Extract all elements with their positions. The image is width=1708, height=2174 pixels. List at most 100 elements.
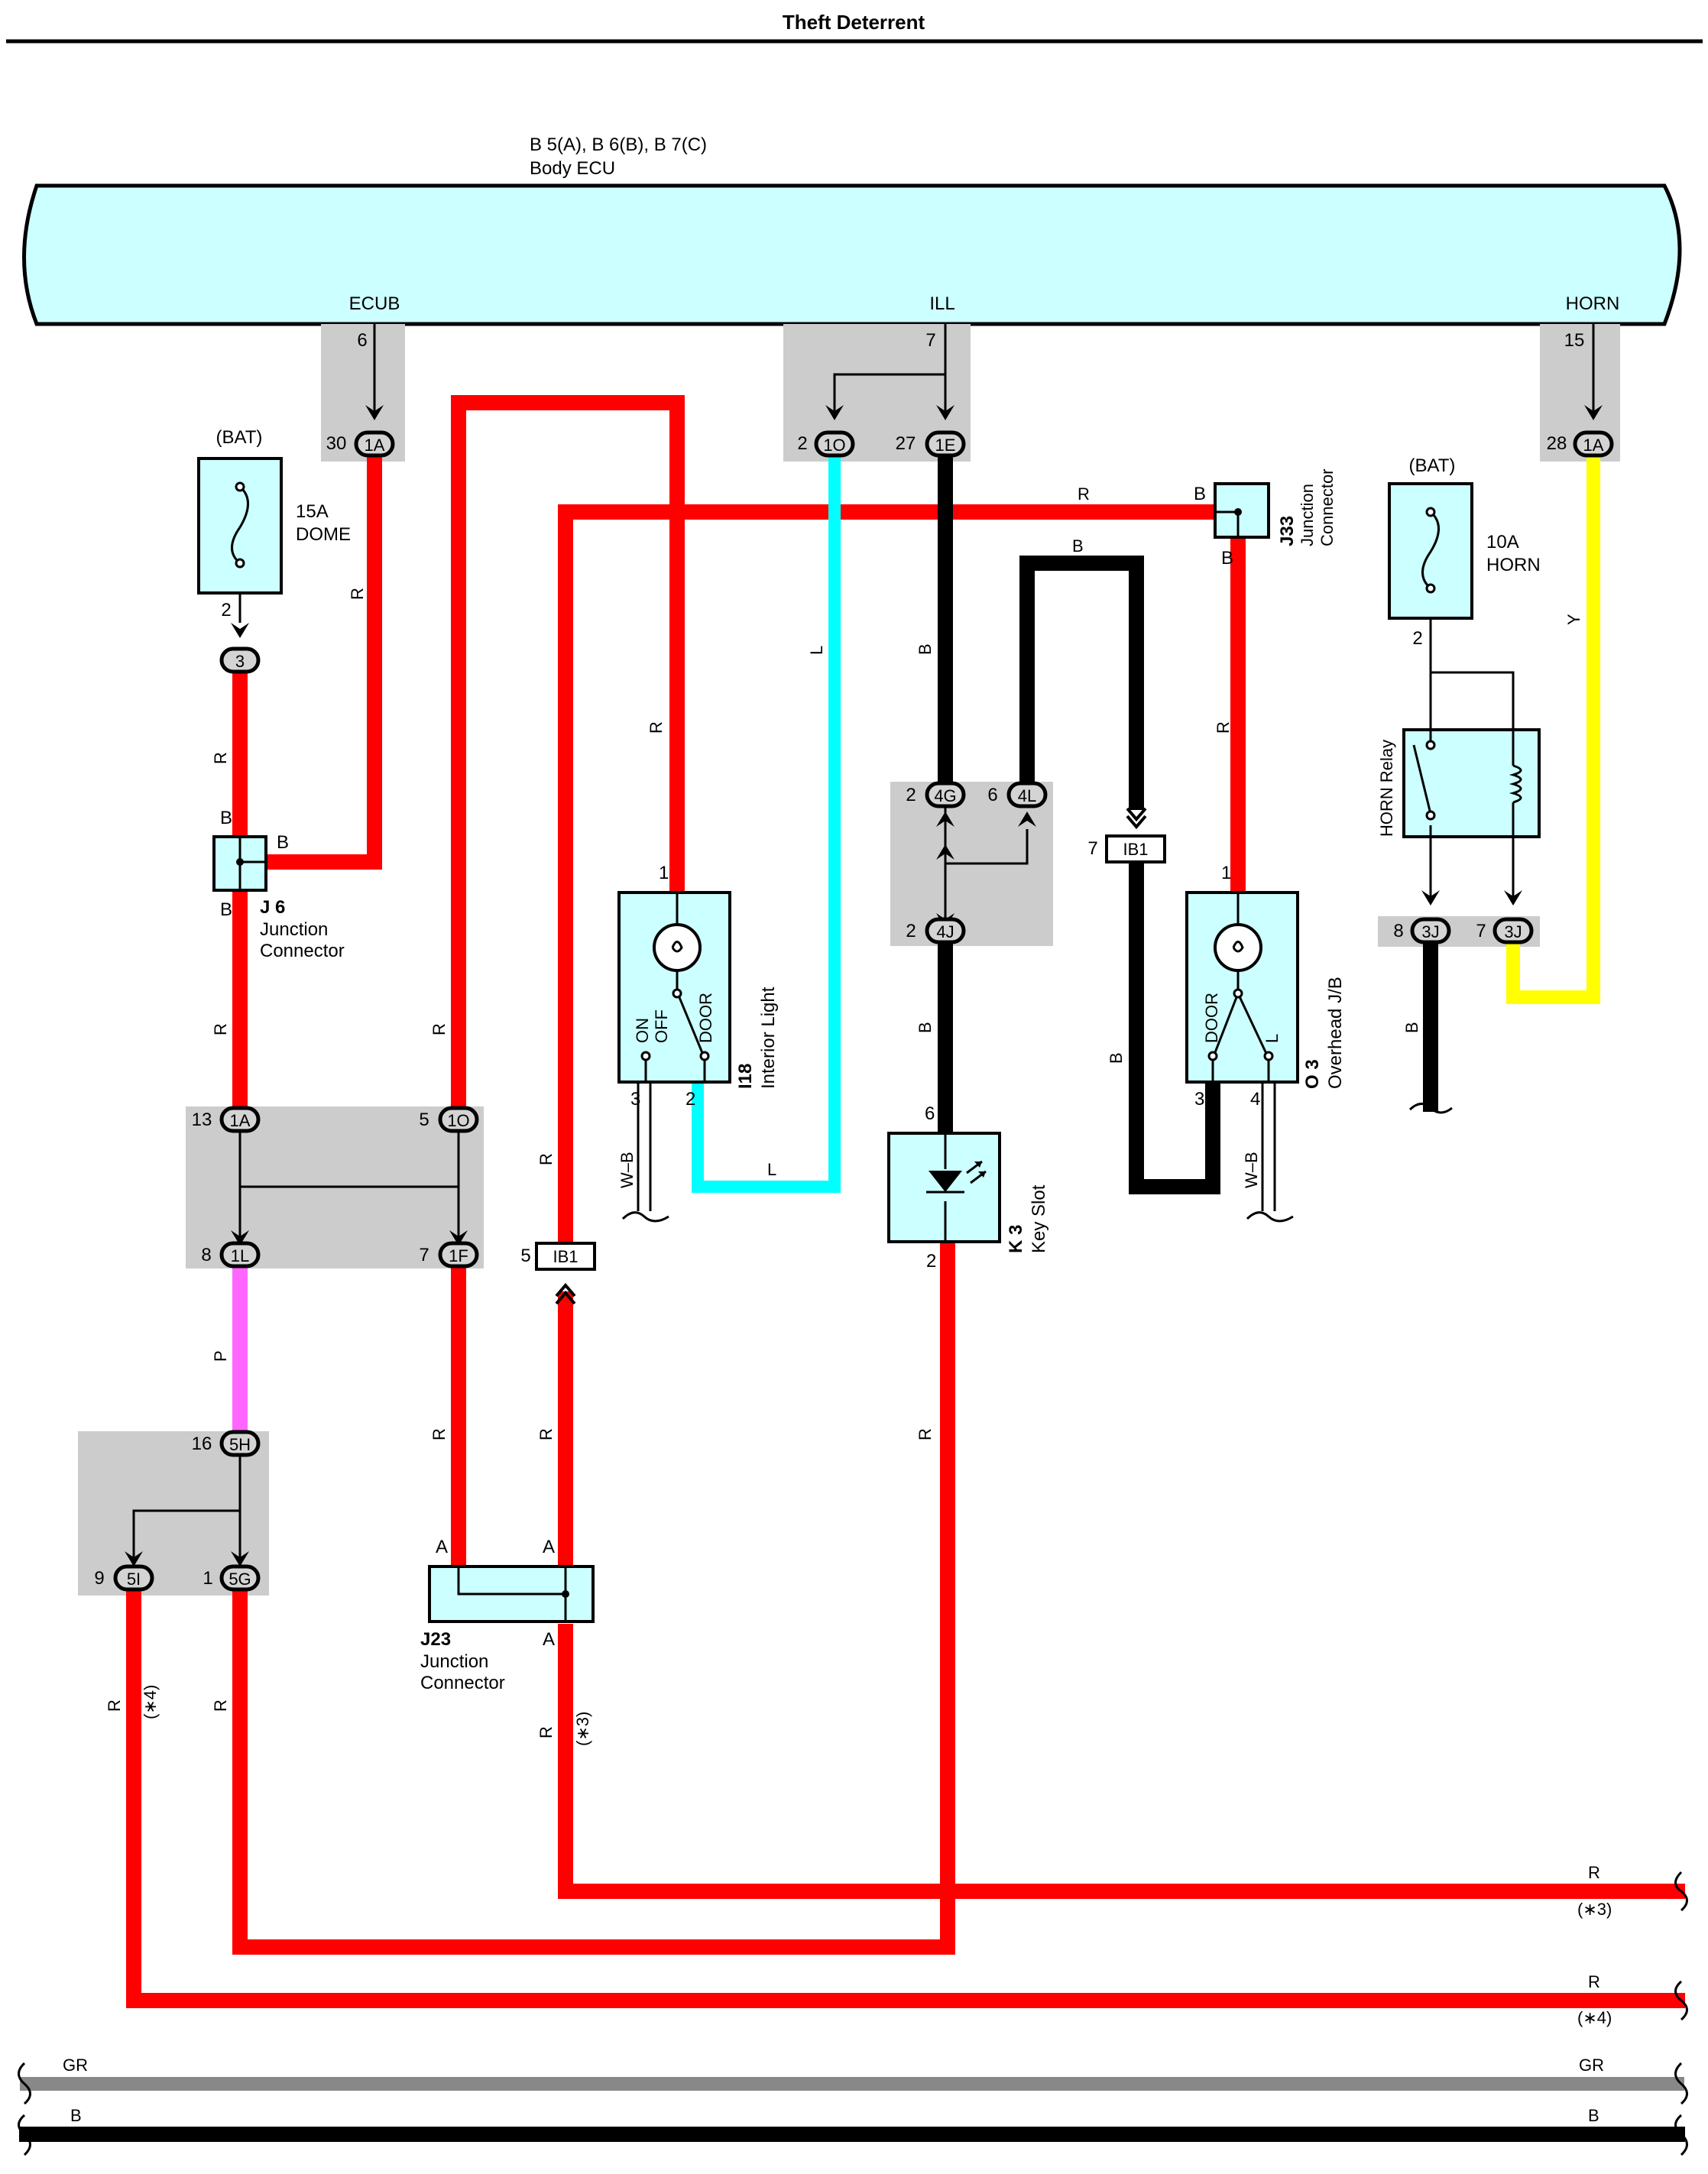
connector-num: 2: [906, 785, 916, 805]
wire-b-ib1-oj: [1129, 856, 1220, 1194]
fuse-rating: 10A: [1486, 532, 1519, 552]
break-marks-left: [18, 2062, 31, 2156]
connector-2-4J: 2 4J: [906, 917, 966, 944]
connector-num: 8: [201, 1245, 211, 1265]
j23-ref: J23: [420, 1629, 451, 1650]
connector-13-1A: 13 1A: [192, 1106, 261, 1133]
j23-pin-a2: A: [543, 1537, 555, 1557]
connector-id: 1O: [823, 436, 845, 455]
ecu-pin-6: 6: [357, 330, 367, 351]
wire-r-5G-keyslot: [232, 1242, 955, 1955]
connector-id: 1A: [230, 1111, 251, 1130]
wire-y: [1506, 452, 1600, 1004]
wire-label-r: R: [429, 1428, 449, 1440]
connector-num: 27: [896, 433, 916, 454]
connector-id: 3J: [1421, 922, 1439, 941]
connector-num: 8: [1393, 921, 1403, 941]
wire-r-ecub: [237, 451, 382, 870]
wire-label-r: R: [1214, 721, 1233, 734]
wire-label-b: B: [70, 2106, 82, 2125]
fuse-dome: (BAT) 15A DOME 2: [197, 427, 351, 623]
connector-num: 28: [1547, 433, 1567, 454]
connector-id: 3J: [1504, 922, 1522, 941]
j23-line1: Junction: [420, 1651, 488, 1672]
wire-label-l: L: [767, 1160, 776, 1179]
fuse-rating: 15A: [296, 501, 329, 522]
connector-num: 16: [192, 1434, 212, 1454]
connector-7-1F: 7 1F: [419, 1241, 479, 1268]
switch-door: DOOR: [1202, 993, 1221, 1043]
j23-pin-a3: A: [543, 1629, 555, 1650]
j6-ref: J 6: [260, 897, 285, 918]
ecu-terminal-ecub: ECUB: [349, 293, 400, 314]
wire-r-note4: [126, 1582, 1685, 2008]
connector-1-5G: 1 5G: [203, 1564, 261, 1592]
ecu-terminal-ill: ILL: [929, 293, 954, 314]
connector-num: 1: [203, 1568, 212, 1589]
connector-num: 7: [1476, 921, 1486, 941]
j6-pin-bottom: B: [220, 899, 232, 920]
connector-num: 13: [192, 1110, 212, 1130]
switch-door: DOOR: [696, 993, 715, 1043]
connector-num: 9: [94, 1568, 104, 1589]
arrowheads: [125, 405, 1603, 1567]
wire-label-r: R: [105, 1699, 124, 1712]
ecu-pin-15: 15: [1564, 330, 1585, 351]
wire-label-b: B: [1107, 1052, 1126, 1064]
fuse-source: (BAT): [1409, 455, 1456, 476]
connector-8-1L: 8 1L: [201, 1241, 261, 1268]
pin-6: 6: [925, 1103, 935, 1124]
connector-id: IB1: [553, 1247, 578, 1266]
connector-2-4G: 2 4G: [906, 781, 966, 808]
connector-7-3J: 7 3J: [1476, 917, 1534, 944]
ecu-pin-7: 7: [925, 330, 935, 351]
connector-6-4L: 6 4L: [987, 781, 1048, 808]
wire-label-r: R: [916, 1428, 935, 1440]
wire-label-note3: (∗3): [573, 1712, 592, 1746]
wire-label-r: R: [211, 752, 230, 764]
wb-stub-overhead: W–B: [1242, 1082, 1294, 1223]
ojb-name: Overhead J/B: [1325, 977, 1346, 1089]
page-title: Theft Deterrent: [783, 11, 925, 34]
pin-1: 1: [659, 863, 669, 883]
connector-num: 5: [419, 1110, 429, 1130]
wire-label-r: R: [536, 1153, 556, 1165]
wire-label-r: R: [536, 1726, 556, 1738]
wire-label-b: B: [1072, 536, 1084, 556]
connector-id: 5G: [228, 1570, 251, 1589]
wire-label-p: P: [211, 1350, 230, 1362]
connector-7-IB1: 7 IB1: [1087, 834, 1166, 863]
switch-on: ON: [633, 1018, 652, 1043]
wire-label-note4: (∗4): [141, 1685, 160, 1719]
connector-num: 30: [326, 433, 347, 454]
j23-pin-a1: A: [436, 1537, 448, 1557]
wire-r-j33: [558, 504, 1224, 1268]
wire-label-note4: (∗4): [1577, 2008, 1612, 2027]
wire-label-gr: GR: [63, 2056, 88, 2075]
switch-l: L: [1262, 1034, 1282, 1043]
j6-line1: Junction: [260, 919, 328, 940]
connector-num: 2: [906, 921, 916, 941]
connector-id: 3: [235, 652, 245, 671]
connector-5-IB1: 5 IB1: [520, 1242, 596, 1271]
body-ecu-box: [22, 183, 1682, 326]
fuse-pin: 2: [1412, 628, 1422, 649]
j6-pin-right: B: [277, 832, 289, 853]
j33-line2: Connector: [1317, 468, 1337, 546]
pin-2: 2: [685, 1089, 695, 1110]
wire-label-wb: W–B: [617, 1152, 637, 1188]
connector-id: 1O: [447, 1111, 469, 1130]
j33-pin-bottom: B: [1221, 548, 1233, 569]
pin-3: 3: [1194, 1089, 1204, 1110]
connector-id: 1A: [365, 436, 385, 455]
wire-label-r: R: [211, 1023, 230, 1035]
connector-id: 5H: [229, 1435, 251, 1454]
connector-id: 4L: [1018, 786, 1036, 805]
pin-2: 2: [926, 1251, 936, 1272]
ecu-name: Body ECU: [530, 158, 615, 179]
light-name: Interior Light: [758, 987, 779, 1089]
connector-8-3J: 8 3J: [1393, 917, 1451, 944]
connector-num: 7: [419, 1245, 429, 1265]
wb-stub-interior: W–B: [617, 1082, 669, 1223]
